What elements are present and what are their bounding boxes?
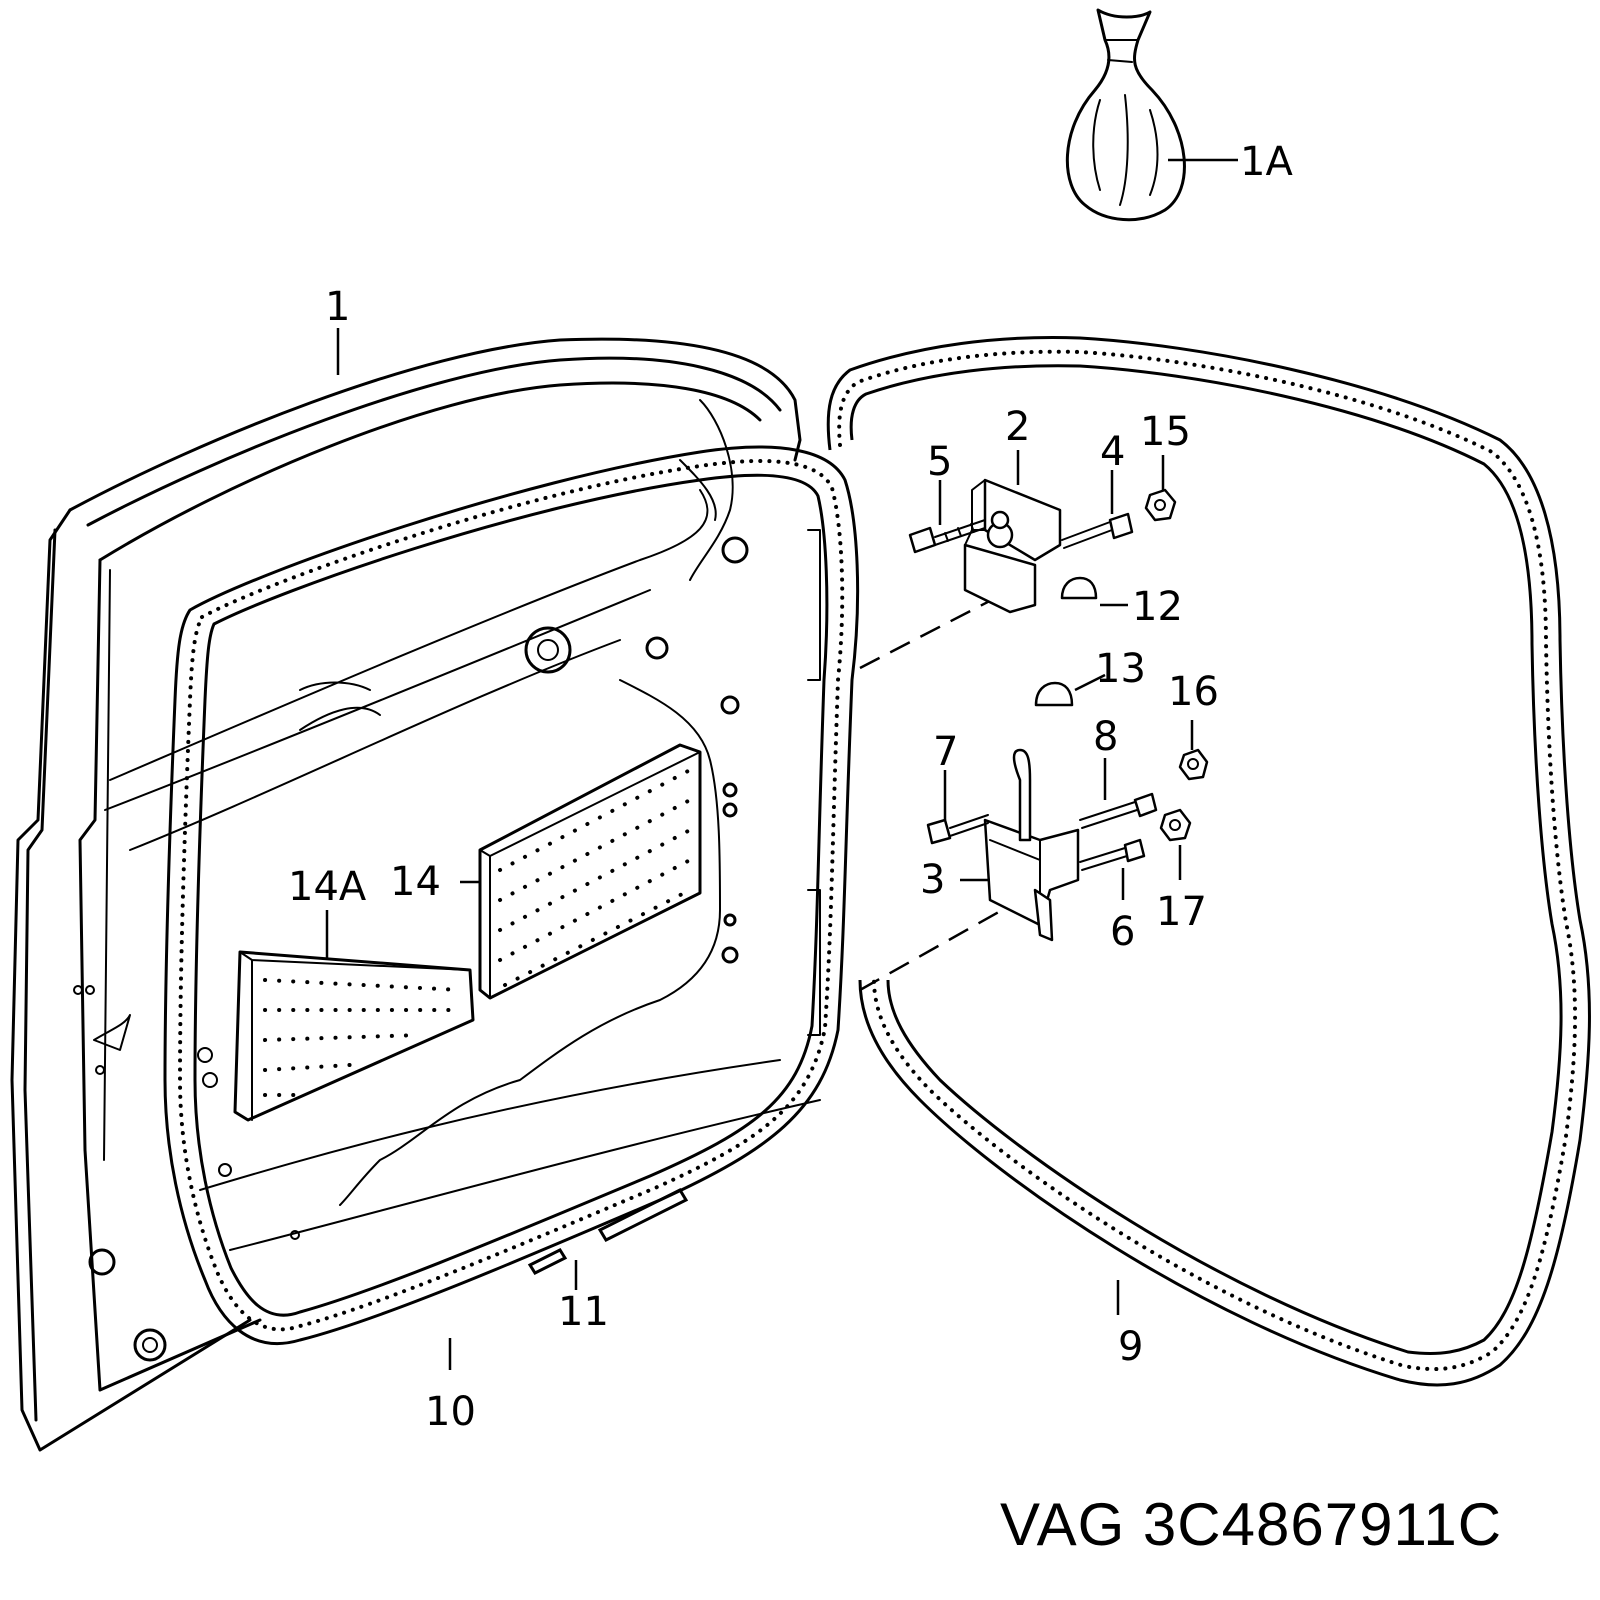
callout-8: 8 [1093,714,1118,760]
callout-14: 14 [390,859,441,905]
callout-3: 3 [920,857,945,903]
seal-strip-part-11 [527,1188,689,1290]
insulation-pad-part-14a [233,950,475,1122]
callout-1a: 1A [1240,139,1293,185]
callout-2: 2 [1005,404,1030,450]
bolt-part-8 [1079,792,1158,829]
callout-17: 17 [1156,889,1207,935]
callout-10: 10 [425,1389,476,1435]
lower-hinge-axis [859,898,1021,992]
callout-labels: 1A 1 2 5 4 15 12 13 16 7 8 3 17 6 14 14A… [288,139,1293,1435]
nut-part-15 [1144,488,1177,522]
callout-1: 1 [325,284,350,330]
callout-15: 15 [1140,409,1191,455]
bolt-part-5 [908,519,986,554]
lower-hinge-part-3 [983,748,1080,942]
callout-7: 7 [933,729,958,775]
cap-part-13 [1034,673,1106,707]
callout-13: 13 [1095,646,1146,692]
insulation-pad-part-14 [478,743,702,1000]
inner-seal-part-10 [163,445,860,1346]
nut-part-17 [1159,808,1192,842]
callout-12: 12 [1132,584,1183,630]
nut-part-16 [1178,748,1209,781]
callout-16: 16 [1168,669,1219,715]
callout-14a: 14A [288,864,367,910]
callout-6: 6 [1110,909,1135,955]
bolt-part-4 [1061,512,1134,549]
callout-9: 9 [1118,1324,1143,1370]
cap-part-12 [1060,576,1128,607]
callout-4: 4 [1100,429,1125,475]
upper-hinge-part-2 [963,478,1062,614]
door-shell-part-1 [10,337,821,1452]
leader-lines [325,328,1194,1370]
bolt-part-6 [1079,838,1146,871]
adhesive-bag-part-1a [1065,8,1238,222]
callout-11: 11 [558,1289,609,1335]
bolt-part-7 [926,814,989,845]
callout-5: 5 [927,439,952,485]
part-number-label: VAG 3C4867911C [1000,1491,1503,1558]
door-opening-seal-part-9 [826,335,1591,1387]
